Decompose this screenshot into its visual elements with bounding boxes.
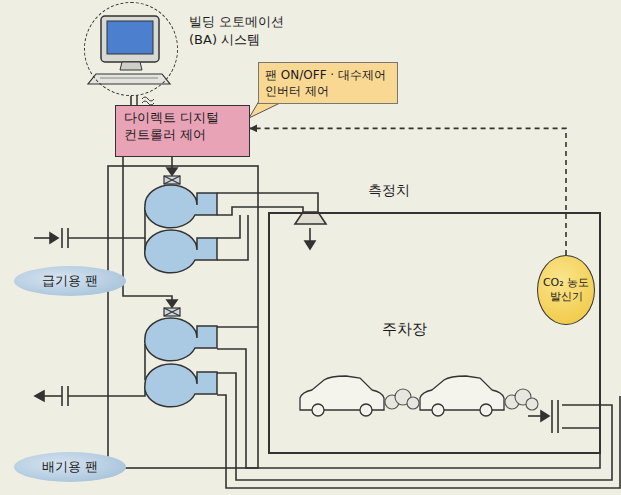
controller-box: 다이렉트 디지털 컨트롤러 제어 (115, 105, 250, 157)
computer-icon (88, 16, 170, 84)
sensor-circle: CO₂ 농도 발신기 (537, 255, 595, 325)
node-text: 다이렉트 디지털 컨트롤러 제어 (124, 110, 241, 144)
node-text: 배기용 팬 (42, 458, 98, 476)
supply-duct (217, 193, 326, 260)
node-text: CO₂ 농도 발신기 (541, 276, 591, 304)
system-heading: 빌딩 오토메이션 (BA) 시스템 (189, 13, 301, 48)
edge-label: 측정치 (368, 182, 410, 200)
callout-box: 팬 ON/OFF · 대수제어 인버터 제어 (258, 62, 398, 104)
parking-area: CO₂ 농도 발신기주차장 (268, 212, 601, 454)
node-text: 주차장 (382, 320, 427, 339)
measurement-signal (250, 128, 566, 255)
system-circle: 빌딩 오토메이션 (BA) 시스템 (84, 2, 178, 96)
ba-cable (130, 96, 132, 105)
exhaust-outlet (35, 344, 145, 406)
node-text: 급기용 팬 (42, 272, 98, 290)
exhaust-puff (385, 389, 538, 410)
exhaust-duct (217, 327, 620, 488)
fan-label-ellipse: 배기용 팬 (14, 452, 126, 482)
cable-line (136, 95, 138, 105)
fan-label-ellipse: 급기용 팬 (14, 266, 126, 296)
signal-squiggle (142, 97, 154, 105)
node-text: 팬 ON/OFF · 대수제어 인버터 제어 (265, 67, 391, 99)
car (300, 376, 504, 416)
supply-fan (145, 185, 217, 273)
exhaust-fan (145, 318, 217, 407)
intake-duct (34, 210, 145, 250)
